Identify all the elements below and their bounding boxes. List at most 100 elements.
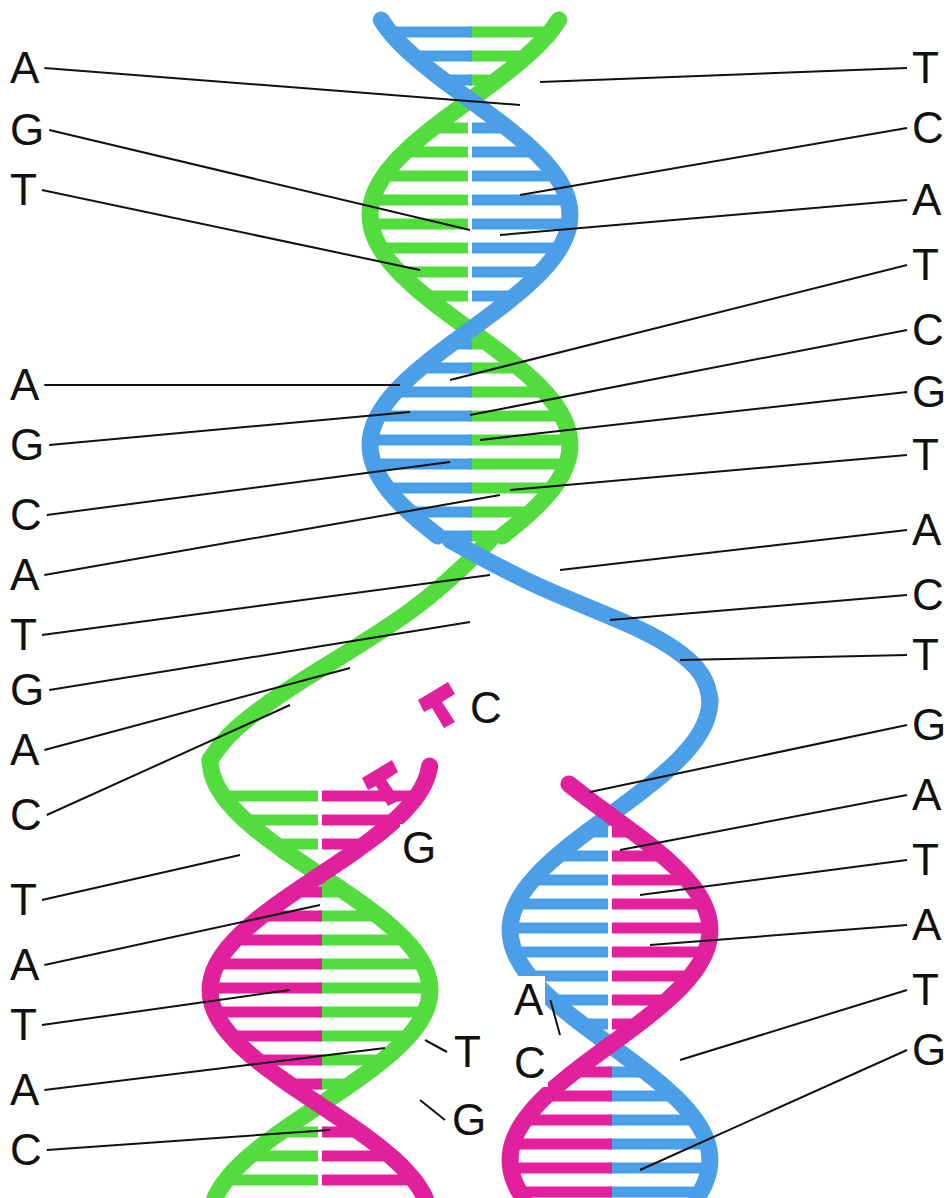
- dna-strand: [210, 540, 490, 760]
- leader-line: [42, 855, 240, 900]
- leader-line: [47, 462, 450, 515]
- leader-line: [550, 1000, 560, 1035]
- base-pair: [612, 947, 706, 958]
- dna-strands: [210, 20, 710, 1198]
- leader-line: [44, 1048, 385, 1090]
- leader-line: [420, 1100, 445, 1120]
- base-letter: A: [10, 726, 39, 774]
- free-nucleotide: [362, 760, 400, 806]
- base-letter: A: [512, 976, 545, 1024]
- base-pair: [380, 243, 468, 254]
- leader-line: [450, 265, 907, 380]
- leader-line: [640, 860, 907, 895]
- base-letter: C: [468, 684, 504, 732]
- leader-line: [47, 1130, 330, 1150]
- base-pair: [514, 947, 608, 958]
- base-letter: G: [10, 421, 44, 469]
- base-pair: [322, 791, 417, 802]
- base-letter: C: [912, 571, 944, 619]
- leader-line: [620, 795, 907, 850]
- dna-strand: [370, 20, 570, 536]
- base-letter: T: [912, 241, 939, 289]
- base-letter: T: [452, 1028, 483, 1076]
- dna-strand: [370, 20, 570, 536]
- base-letter: G: [912, 701, 946, 749]
- leader-line: [44, 905, 320, 965]
- leader-line: [680, 990, 907, 1060]
- base-pair: [510, 923, 608, 934]
- base-letter: G: [10, 666, 44, 714]
- dna-strand: [510, 700, 710, 1198]
- leader-line: [49, 622, 470, 690]
- base-pair: [217, 959, 322, 970]
- base-pair: [372, 195, 468, 206]
- free-nucleotides: [362, 682, 455, 806]
- dna-strand: [210, 760, 430, 1198]
- base-pair: [318, 959, 423, 970]
- base-letter: A: [912, 176, 941, 224]
- base-letter: C: [912, 306, 944, 354]
- base-letter: A: [912, 901, 941, 949]
- base-pair: [371, 219, 468, 230]
- leader-line: [610, 595, 907, 620]
- dna-strand: [210, 766, 430, 1198]
- base-letter: A: [10, 941, 39, 989]
- leader-line: [480, 392, 907, 440]
- free-nucleotide: [418, 682, 455, 728]
- base-letter: C: [512, 1039, 548, 1087]
- leader-lines: [42, 68, 907, 1170]
- base-pair: [468, 459, 567, 470]
- base-pair: [519, 1187, 612, 1198]
- leader-line: [42, 990, 290, 1025]
- base-letter: T: [10, 166, 37, 214]
- base-pair: [373, 459, 472, 470]
- leader-line: [425, 1040, 447, 1052]
- base-letter: A: [10, 361, 39, 409]
- dna-strand: [450, 540, 710, 700]
- leader-line: [560, 530, 907, 570]
- base-pair: [472, 243, 560, 254]
- base-pair: [223, 791, 318, 802]
- base-pair: [472, 195, 568, 206]
- base-letter: G: [912, 1026, 946, 1074]
- base-pair: [516, 899, 608, 910]
- base-letter: G: [450, 1096, 488, 1144]
- base-pair: [318, 983, 430, 994]
- base-letter: C: [912, 104, 944, 152]
- base-letter: A: [10, 551, 39, 599]
- base-pair: [215, 1007, 322, 1018]
- leader-line: [640, 1050, 907, 1170]
- base-pair: [608, 1163, 709, 1174]
- base-letter: T: [10, 611, 37, 659]
- base-letter: C: [10, 491, 42, 539]
- base-pair: [318, 1007, 425, 1018]
- leader-line: [44, 68, 520, 105]
- leader-line: [500, 200, 907, 235]
- base-pair: [511, 1163, 612, 1174]
- leader-line: [49, 412, 410, 445]
- base-letter: T: [912, 966, 939, 1014]
- leader-line: [49, 130, 470, 230]
- base-letter: T: [10, 1001, 37, 1049]
- base-letter: T: [10, 876, 37, 924]
- leader-line: [520, 128, 907, 195]
- leader-line: [44, 668, 350, 750]
- leader-line: [42, 190, 420, 270]
- base-letter: A: [10, 44, 39, 92]
- base-letter: A: [912, 506, 941, 554]
- leader-line: [650, 925, 907, 945]
- base-letter: T: [912, 44, 939, 92]
- base-pair: [210, 983, 322, 994]
- base-letter: A: [10, 1066, 39, 1114]
- leader-line: [510, 455, 907, 490]
- leader-line: [540, 68, 907, 82]
- base-letter: T: [912, 631, 939, 679]
- leader-line: [680, 655, 907, 660]
- base-pair: [608, 1139, 708, 1150]
- base-letter: C: [10, 1126, 42, 1174]
- base-pair: [612, 923, 710, 934]
- dna-strand: [510, 784, 710, 1198]
- leader-line: [42, 575, 490, 635]
- leader-line: [470, 330, 907, 415]
